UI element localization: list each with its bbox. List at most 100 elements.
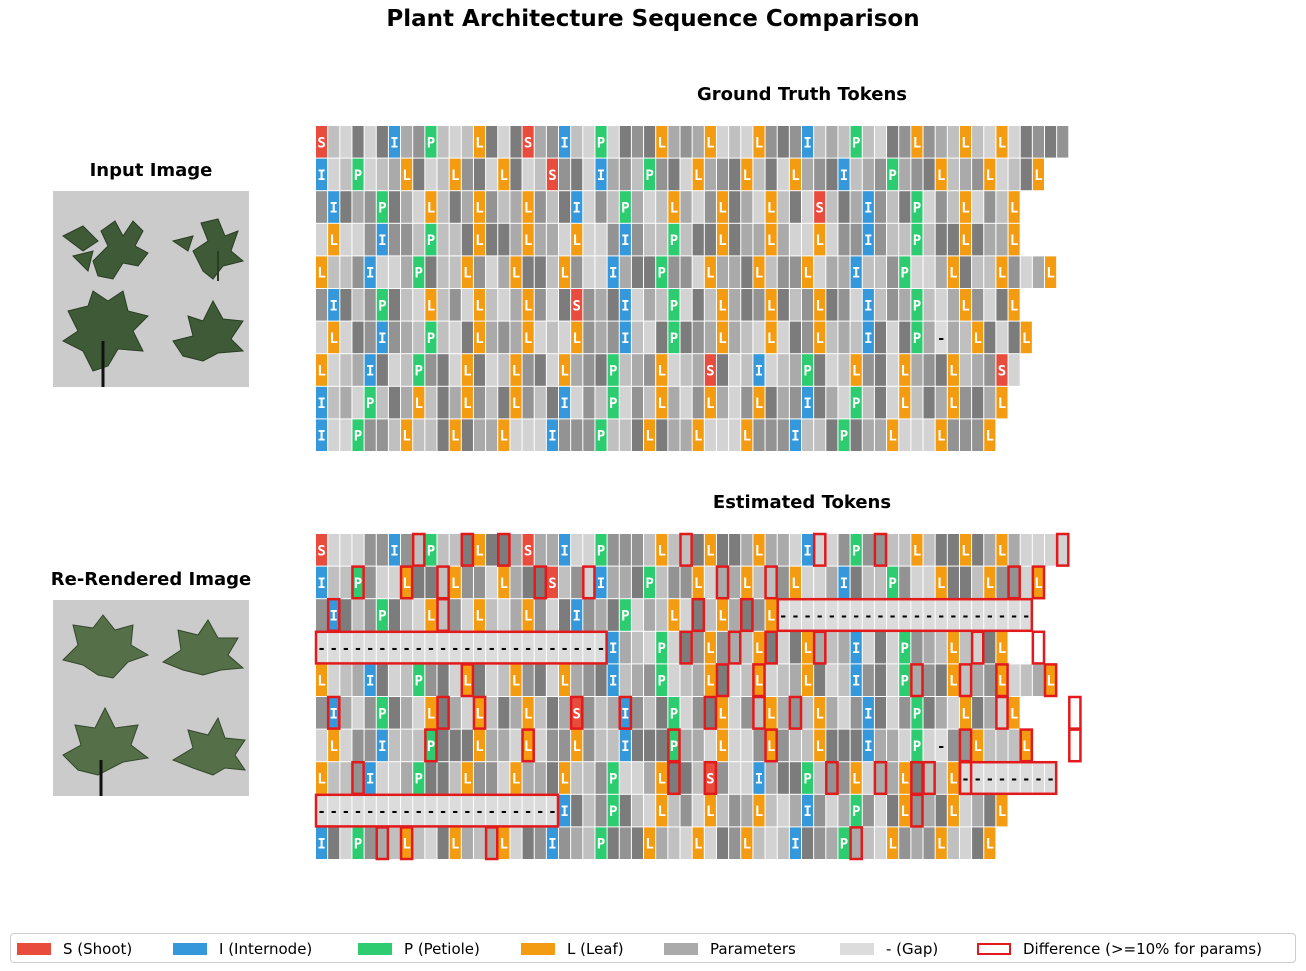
difference-outline — [995, 695, 1009, 730]
est-token-cell — [316, 762, 328, 794]
gt-token-label: I — [864, 201, 872, 217]
est-token-cell — [510, 566, 522, 599]
est-token-cell — [935, 794, 947, 827]
gt-token-cell — [692, 191, 704, 223]
est-token-cell — [449, 762, 461, 794]
gt-token-label: I — [840, 168, 848, 184]
est-token-label: L — [475, 609, 483, 625]
est-token-cell — [607, 664, 619, 696]
gt-token-cell — [996, 321, 1008, 354]
gt-token-cell — [352, 126, 364, 158]
gt-token-cell — [656, 256, 668, 288]
est-token-cell — [814, 566, 826, 599]
est-token-label: P — [427, 543, 435, 559]
gt-token-cell — [595, 158, 607, 191]
est-token-cell — [473, 534, 486, 566]
gt-token-cell — [473, 126, 486, 158]
gt-token-cell — [935, 223, 947, 256]
est-token-label: L — [949, 674, 957, 690]
est-token-cell — [522, 729, 534, 762]
gt-token-cell — [461, 386, 473, 419]
est-token-cell — [802, 794, 814, 827]
gt-token-cell — [887, 321, 899, 354]
est-token-cell — [777, 664, 789, 696]
gt-token-cell — [656, 158, 668, 191]
est-token-cell — [935, 599, 947, 631]
gt-token-cell — [473, 223, 486, 256]
gt-token-cell — [413, 256, 425, 288]
est-token-cell — [826, 794, 838, 827]
est-token-cell — [996, 697, 1008, 729]
est-token-cell — [862, 762, 874, 794]
gt-token-label: P — [597, 135, 605, 151]
gt-token-cell — [595, 223, 607, 256]
est-token-label: - — [378, 641, 386, 657]
est-token-cell — [704, 631, 716, 664]
est-token-cell — [425, 566, 437, 599]
gt-token-cell — [935, 354, 947, 386]
gt-token-label: L — [451, 168, 459, 184]
gt-token-cell — [935, 386, 947, 419]
est-token-cell — [729, 664, 741, 696]
gt-token-cell — [996, 386, 1008, 419]
est-token-cell — [668, 566, 680, 599]
gt-token-cell — [753, 126, 765, 158]
est-token-label: L — [949, 804, 957, 820]
gt-token-cell — [1008, 354, 1020, 386]
est-token-cell — [716, 729, 729, 762]
difference-outline — [326, 695, 341, 730]
est-token-cell — [376, 729, 388, 762]
gt-token-label: P — [415, 266, 423, 282]
est-token-label: P — [415, 674, 423, 690]
est-token-label: L — [937, 576, 945, 592]
est-token-cell — [522, 664, 534, 696]
est-token-cell — [729, 729, 741, 762]
est-token-label: - — [475, 804, 483, 820]
est-token-cell — [401, 566, 413, 599]
difference-outline — [958, 760, 973, 796]
est-token-cell — [316, 794, 328, 827]
gt-token-cell — [644, 289, 656, 321]
difference-outline — [667, 760, 681, 796]
gt-token-cell — [850, 191, 862, 223]
gt-token-cell — [862, 289, 874, 321]
gt-token-cell — [486, 289, 498, 321]
est-token-label: - — [330, 641, 338, 657]
gt-token-cell — [486, 126, 498, 158]
gt-token-cell — [316, 223, 328, 256]
gt-token-cell — [1045, 126, 1057, 158]
gt-token-label: L — [427, 201, 435, 217]
est-token-cell — [850, 664, 862, 696]
est-token-cell — [777, 827, 789, 859]
gt-token-label: L — [500, 168, 508, 184]
gt-token-cell — [546, 386, 558, 419]
est-token-cell — [364, 599, 376, 631]
gt-token-cell — [425, 191, 437, 223]
gt-token-cell — [765, 354, 777, 386]
gt-token-label: P — [913, 233, 921, 249]
gt-token-label: I — [330, 298, 338, 314]
gt-token-label: I — [560, 135, 568, 151]
gt-token-cell — [874, 126, 887, 158]
gt-token-cell — [899, 126, 911, 158]
est-token-cell — [595, 794, 607, 827]
est-token-cell — [923, 697, 935, 729]
gt-token-label: P — [913, 298, 921, 314]
gt-token-label: I — [621, 233, 629, 249]
gt-token-label: L — [743, 429, 751, 445]
est-token-label: - — [342, 641, 350, 657]
gt-token-cell — [850, 419, 862, 451]
est-token-cell — [704, 534, 716, 566]
gt-token-cell — [668, 289, 680, 321]
est-token-cell — [473, 827, 486, 859]
est-token-label: I — [621, 706, 629, 722]
est-token-cell — [644, 566, 656, 599]
est-token-cell — [559, 827, 571, 859]
est-token-label: S — [573, 706, 581, 722]
est-token-cell — [753, 729, 765, 762]
est-token-label: - — [901, 609, 909, 625]
gt-token-cell — [729, 289, 741, 321]
est-token-cell — [996, 762, 1008, 794]
gt-token-cell — [741, 289, 753, 321]
est-token-cell — [765, 794, 777, 827]
